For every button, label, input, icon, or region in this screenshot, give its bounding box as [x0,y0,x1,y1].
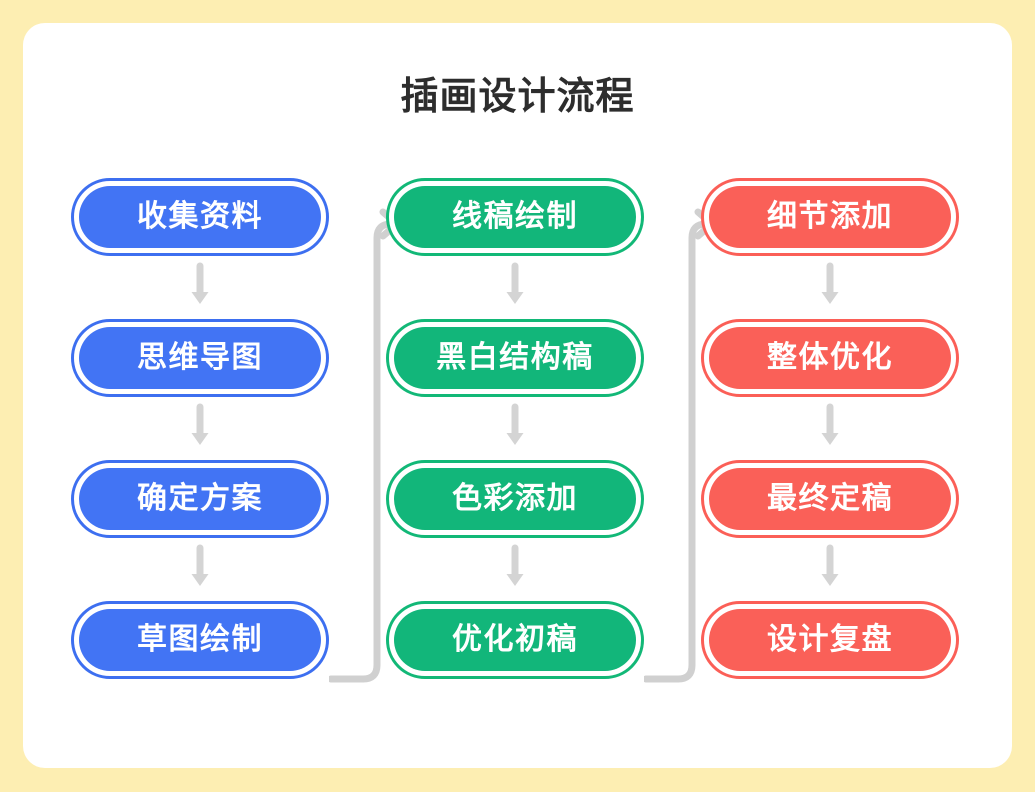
flow-node-wrap: 黑白结构稿 [386,319,644,397]
flow-node-label: 整体优化 [767,341,893,374]
flow-node-fill: 线稿绘制 [394,186,636,248]
flow-node-wrap: 细节添加 [701,178,959,256]
down-arrow-icon [502,544,528,596]
down-arrow-icon [502,262,528,314]
flow-node-label: 线稿绘制 [452,200,578,233]
flow-node-label: 最终定稿 [767,482,893,515]
flow-node-wrap: 确定方案 [71,460,329,538]
flow-node-fill: 整体优化 [709,327,951,389]
flow-node-wrap: 整体优化 [701,319,959,397]
flow-node-refine-draft[interactable]: 优化初稿 [386,601,644,679]
flow-column-2: 线稿绘制 黑白结构稿 [386,178,644,718]
flow-column-1: 收集资料 思维导图 [71,178,329,718]
flow-node-fill: 色彩添加 [394,468,636,530]
down-arrow-icon [817,403,843,455]
flow-node-wrap: 设计复盘 [701,601,959,679]
flow-node-final-draft[interactable]: 最终定稿 [701,460,959,538]
down-arrow-icon [187,262,213,314]
flow-column-3: 细节添加 整体优化 [701,178,959,718]
flow-node-bw-structure[interactable]: 黑白结构稿 [386,319,644,397]
down-arrow-icon [187,544,213,596]
flow-node-collect-materials[interactable]: 收集资料 [71,178,329,256]
flow-node-design-review[interactable]: 设计复盘 [701,601,959,679]
flow-node-fill: 收集资料 [79,186,321,248]
flow-node-mind-map[interactable]: 思维导图 [71,319,329,397]
flow-node-wrap: 思维导图 [71,319,329,397]
flow-node-line-art[interactable]: 线稿绘制 [386,178,644,256]
flow-node-sketch-drawing[interactable]: 草图绘制 [71,601,329,679]
flowchart: 收集资料 思维导图 [23,178,1012,718]
flow-node-wrap: 最终定稿 [701,460,959,538]
flow-node-add-color[interactable]: 色彩添加 [386,460,644,538]
flow-node-wrap: 收集资料 [71,178,329,256]
content-card: 插画设计流程 收集资料 [23,23,1012,768]
flow-node-wrap: 线稿绘制 [386,178,644,256]
flow-node-label: 细节添加 [767,200,893,233]
page-title: 插画设计流程 [400,76,635,118]
down-arrow-icon [502,403,528,455]
flow-node-fill: 最终定稿 [709,468,951,530]
flow-node-label: 设计复盘 [767,623,893,656]
flow-node-fill: 细节添加 [709,186,951,248]
flow-node-fill: 草图绘制 [79,609,321,671]
flow-node-label: 黑白结构稿 [436,341,594,374]
flow-node-wrap: 草图绘制 [71,601,329,679]
down-arrow-icon [817,262,843,314]
flow-node-label: 确定方案 [137,482,263,515]
flow-node-fill: 思维导图 [79,327,321,389]
flow-node-overall-optimization[interactable]: 整体优化 [701,319,959,397]
flow-node-label: 收集资料 [137,200,263,233]
flow-node-wrap: 色彩添加 [386,460,644,538]
flow-node-fill: 优化初稿 [394,609,636,671]
flow-node-wrap: 优化初稿 [386,601,644,679]
flow-node-fill: 设计复盘 [709,609,951,671]
flow-node-label: 色彩添加 [452,482,578,515]
down-arrow-icon [187,403,213,455]
flow-node-fill: 确定方案 [79,468,321,530]
flow-node-add-details[interactable]: 细节添加 [701,178,959,256]
flow-node-label: 优化初稿 [452,623,578,656]
flow-node-confirm-plan[interactable]: 确定方案 [71,460,329,538]
flow-node-label: 思维导图 [137,341,263,374]
down-arrow-icon [817,544,843,596]
flow-node-fill: 黑白结构稿 [394,327,636,389]
flow-node-label: 草图绘制 [137,623,263,656]
